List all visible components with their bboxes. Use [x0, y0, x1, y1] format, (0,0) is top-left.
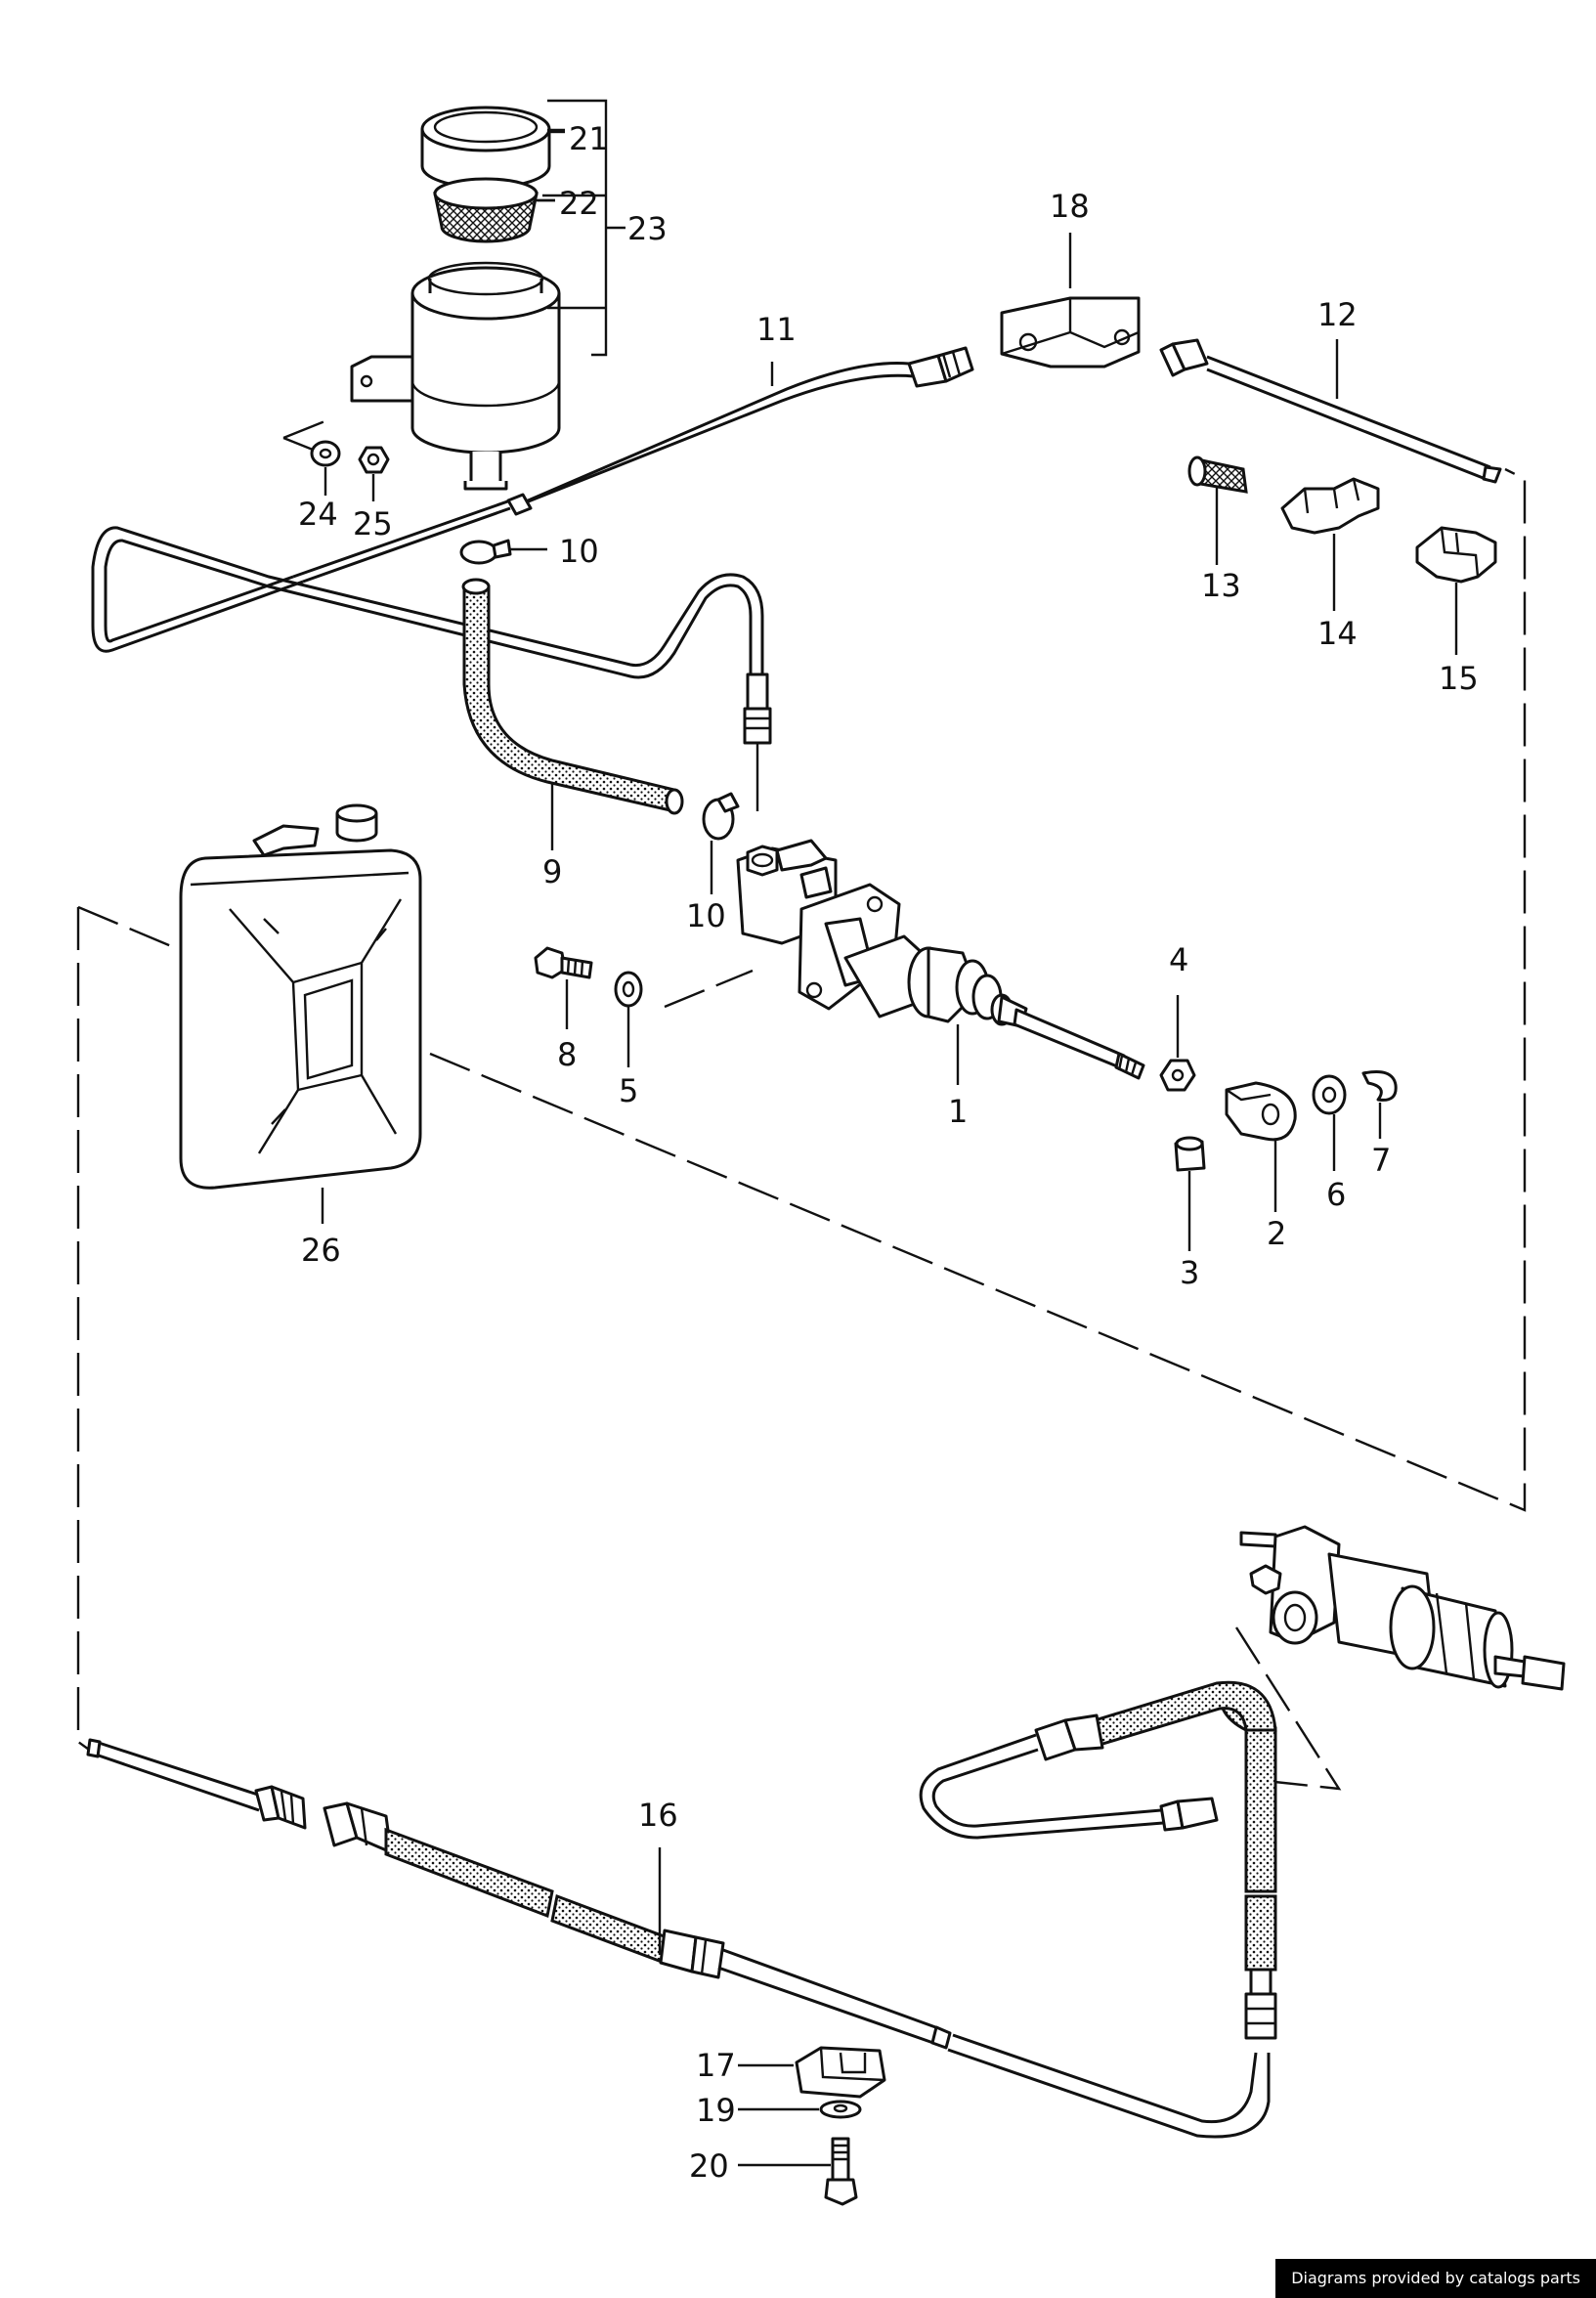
clip-14 [1280, 477, 1380, 535]
label-6: 6 [1326, 1176, 1346, 1213]
feed-pipe-11 [91, 346, 974, 811]
circlip-7 [1361, 1070, 1398, 1102]
label-3: 3 [1180, 1254, 1199, 1291]
label-24: 24 [298, 496, 338, 533]
label-26: 26 [301, 1232, 341, 1269]
pipe-12 [1159, 338, 1502, 484]
clip-17 [795, 2046, 886, 2099]
label-20: 20 [689, 2147, 729, 2185]
callout-labels: 21 22 23 24 25 11 18 12 10 13 14 15 9 10… [298, 120, 1479, 2185]
reservoir-assembly [310, 99, 625, 491]
label-19: 19 [696, 2092, 736, 2129]
label-25: 25 [353, 505, 393, 542]
label-11: 11 [756, 311, 797, 348]
label-10a: 10 [559, 533, 599, 570]
label-18: 18 [1050, 188, 1090, 225]
bolt-20 [824, 2137, 858, 2206]
bracket-23 [542, 99, 625, 357]
pipe-joint-11 [506, 493, 533, 516]
credit-badge: Diagrams provided by catalogs parts [1275, 2259, 1596, 2298]
label-5: 5 [619, 1072, 638, 1109]
leader-lines [321, 128, 1458, 2167]
label-13: 13 [1201, 567, 1241, 604]
bolt-8 [534, 946, 593, 979]
reservoir-strainer [433, 177, 539, 243]
slave-cylinder [1239, 1525, 1566, 1691]
label-8: 8 [557, 1036, 577, 1073]
nut-25 [358, 446, 390, 474]
label-1: 1 [948, 1093, 968, 1130]
label-16: 16 [638, 1797, 678, 1834]
hose-9 [461, 578, 684, 815]
sleeve-13 [1187, 455, 1248, 494]
label-10b: 10 [686, 897, 726, 934]
hose-clamp-10-top [459, 539, 512, 565]
label-2: 2 [1267, 1215, 1286, 1252]
label-7: 7 [1371, 1142, 1391, 1179]
reservoir-body [350, 261, 561, 491]
clevis-2 [1225, 1081, 1297, 1142]
reservoir-cap [420, 106, 551, 190]
washer-5 [614, 971, 643, 1008]
bushing-3 [1174, 1136, 1206, 1172]
label-4: 4 [1169, 941, 1188, 978]
clip-15 [1415, 526, 1497, 584]
washer-24 [310, 440, 341, 467]
hose-clamp-10-lower [702, 792, 740, 841]
hose-assembly-16 [86, 1680, 1277, 2139]
elbow-fitting-18 [1000, 296, 1141, 369]
label-17: 17 [696, 2047, 736, 2084]
label-9: 9 [542, 853, 562, 890]
washer-6 [1312, 1074, 1347, 1115]
washer-19 [819, 2100, 862, 2119]
label-12: 12 [1317, 296, 1358, 333]
nut-4 [1159, 1059, 1196, 1092]
label-22: 22 [559, 185, 599, 222]
master-cylinder-1 [736, 839, 1145, 1080]
label-14: 14 [1317, 615, 1358, 652]
label-21: 21 [569, 120, 609, 157]
label-23: 23 [627, 210, 668, 247]
label-15: 15 [1439, 660, 1479, 697]
jerry-can-26 [179, 803, 422, 1190]
